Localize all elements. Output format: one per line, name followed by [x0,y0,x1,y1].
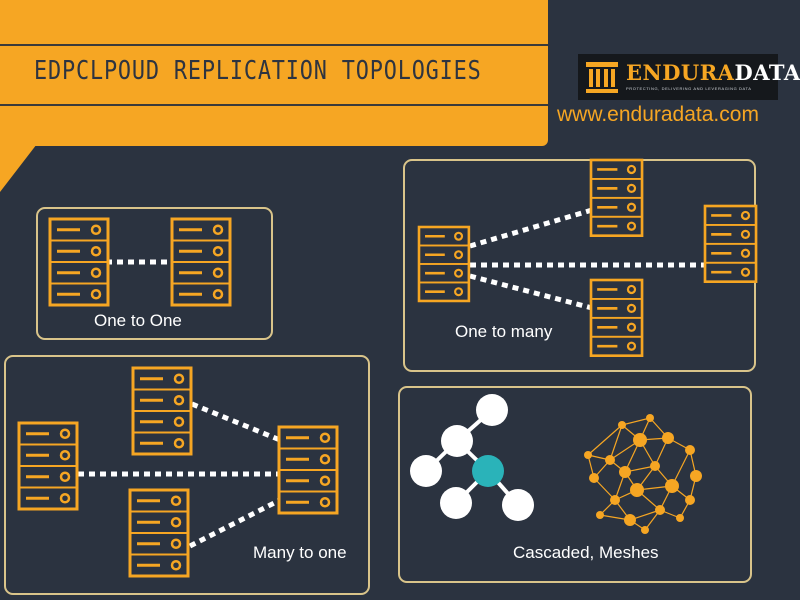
replication-link [191,401,281,443]
server-icon [17,421,79,511]
panel-many-to-one [4,355,370,595]
logo-word-data: DATA [734,60,800,85]
server-icon [48,217,110,307]
logo-word-endura: ENDURA [626,60,735,85]
mesh-network-icon [584,414,702,534]
one-to-one-diagram [48,217,232,307]
logo-pillar-icon [586,62,618,93]
logo-wordmark: ENDURADATA [626,60,800,85]
replication-link [188,497,282,549]
replication-link [469,207,593,249]
website-link[interactable]: www.enduradata.com [557,103,759,126]
server-icon [589,278,644,357]
banner-bottom-rule [0,104,548,106]
server-icon [131,366,193,456]
server-icon [417,225,471,303]
title-banner [0,0,548,146]
banner-speech-tail [0,140,40,192]
label-one-to-one: One to One [94,311,182,330]
page-title: EDPCLPOUD REPLICATION TOPOLOGIES [34,56,482,86]
panel-cascaded-meshes [398,386,752,583]
label-cascaded-meshes: Cascaded, Meshes [513,543,659,562]
label-one-to-many: One to many [455,322,553,341]
cascade-tree-icon [410,394,534,521]
label-many-to-one: Many to one [253,543,347,562]
panel-one-to-one [36,207,273,340]
server-icon [703,204,758,283]
server-icon [170,217,232,307]
banner-top-rule [0,44,548,46]
logo-tagline: PROTECTING, DELIVERING AND LEVERAGING DA… [626,86,752,91]
replication-link [469,273,593,311]
server-icon [277,425,339,515]
server-icon [589,158,644,237]
many-to-one-diagram [17,366,339,578]
enduradata-logo: ENDURADATA PROTECTING, DELIVERING AND LE… [578,54,800,100]
server-icon [128,488,190,578]
